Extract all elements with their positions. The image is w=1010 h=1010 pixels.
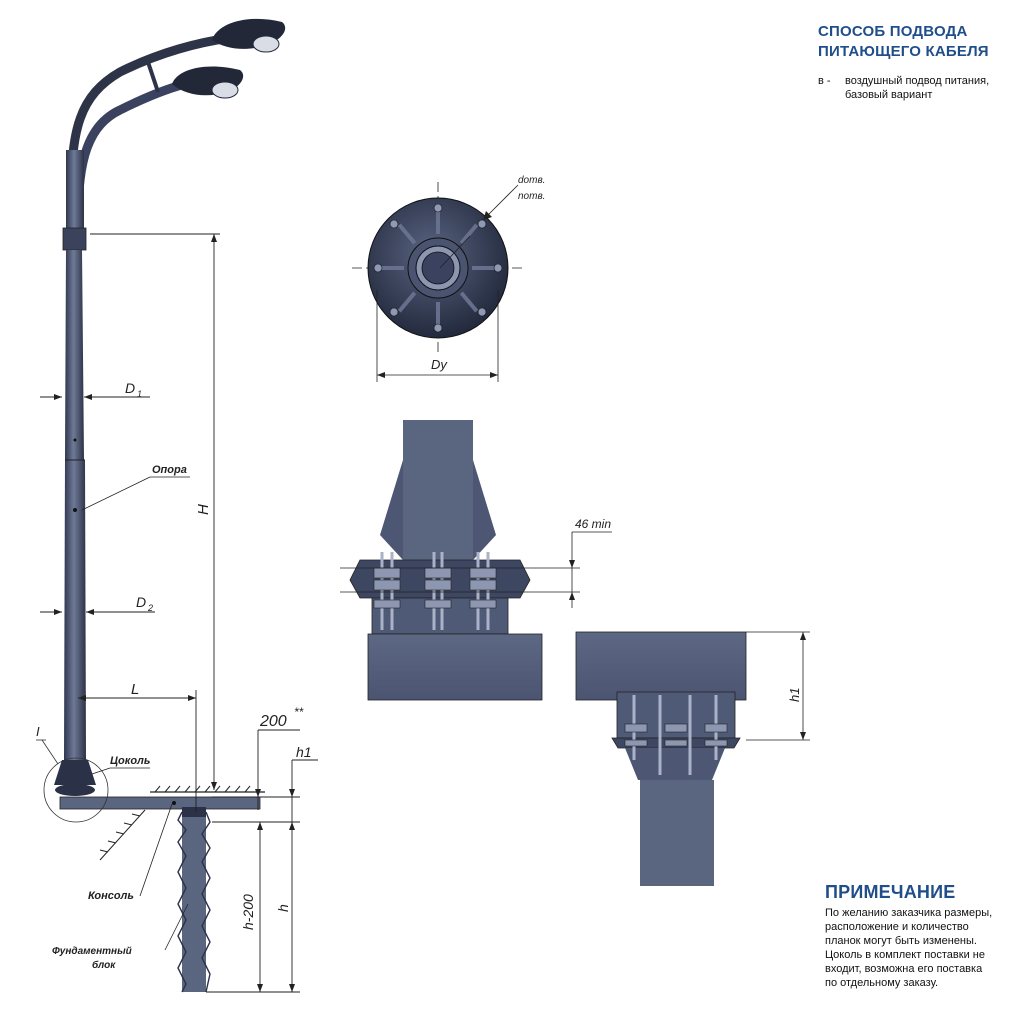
label-detail-mark: I xyxy=(36,724,40,739)
flange-top-view xyxy=(352,182,525,352)
label-h1-top: h1 xyxy=(296,744,312,760)
note-line: По желанию заказчика размеры, xyxy=(825,907,993,919)
arm-brace xyxy=(146,61,160,93)
label-h1-right: h1 xyxy=(787,688,802,702)
label-fund-1: Фундаментный xyxy=(52,946,132,957)
lower-arm xyxy=(73,79,190,225)
label-h-200: h-200 xyxy=(240,894,256,930)
supply-title: Способ подвода питающего кабеля xyxy=(818,22,989,62)
label-L: L xyxy=(131,681,139,698)
label-d2: D xyxy=(136,594,146,610)
label-konsol: Консоль xyxy=(88,890,134,902)
supply-item-marker: в - xyxy=(818,75,831,87)
socle xyxy=(54,760,96,785)
note-body: По желанию заказчика размеры, расположен… xyxy=(825,906,1005,990)
note-title: Примечание xyxy=(825,882,956,902)
label-200-marks: ** xyxy=(294,705,304,719)
note-line: расположение и количество xyxy=(825,921,969,933)
label-d1-sub: 1 xyxy=(137,389,142,399)
note-line: Цоколь в комплект поставки не xyxy=(825,949,985,961)
supply-item-line1: воздушный подвод питания, xyxy=(845,75,990,87)
label-d-otv: dотв. xyxy=(518,175,545,186)
label-tsokol: Цоколь xyxy=(110,755,150,767)
leader-opora xyxy=(81,476,151,511)
supply-item-line2: базовый вариант xyxy=(845,89,933,101)
label-H: H xyxy=(195,504,212,515)
foundation-block xyxy=(182,812,206,992)
leader-tsokol xyxy=(91,767,111,775)
upper-arm xyxy=(67,33,235,205)
pole-shaft xyxy=(65,250,84,460)
label-opora: Опора xyxy=(152,464,187,476)
pole-joint xyxy=(62,227,87,251)
note-line: планок могут быть изменены. xyxy=(825,935,977,947)
label-200: 200 xyxy=(259,713,287,730)
console-base-section xyxy=(575,631,810,886)
label-h: h xyxy=(275,904,291,912)
label-fund-2: блок xyxy=(92,959,116,971)
label-dy: Dy xyxy=(431,357,448,372)
leader-fund xyxy=(164,903,189,951)
console xyxy=(59,796,261,810)
supply-title-line2: питающего кабеля xyxy=(818,43,989,60)
detail-circle xyxy=(43,757,109,823)
supply-item: воздушный подвод питания, базовый вариан… xyxy=(845,74,1005,102)
pole-assembly xyxy=(36,18,286,993)
note-line: входит, возможна его поставка xyxy=(825,963,983,975)
label-d2-sub: 2 xyxy=(147,603,153,613)
note-line: по отдельному заказу. xyxy=(825,977,939,989)
leader-konsol xyxy=(139,803,173,897)
label-d1: D xyxy=(125,380,135,396)
label-n-otv: nотв. xyxy=(518,191,545,202)
label-46min: 46 min xyxy=(575,517,611,531)
supply-title-line1: Способ подвода xyxy=(818,23,968,40)
flange-joint-section xyxy=(340,420,612,701)
flange-dimension xyxy=(376,290,499,382)
